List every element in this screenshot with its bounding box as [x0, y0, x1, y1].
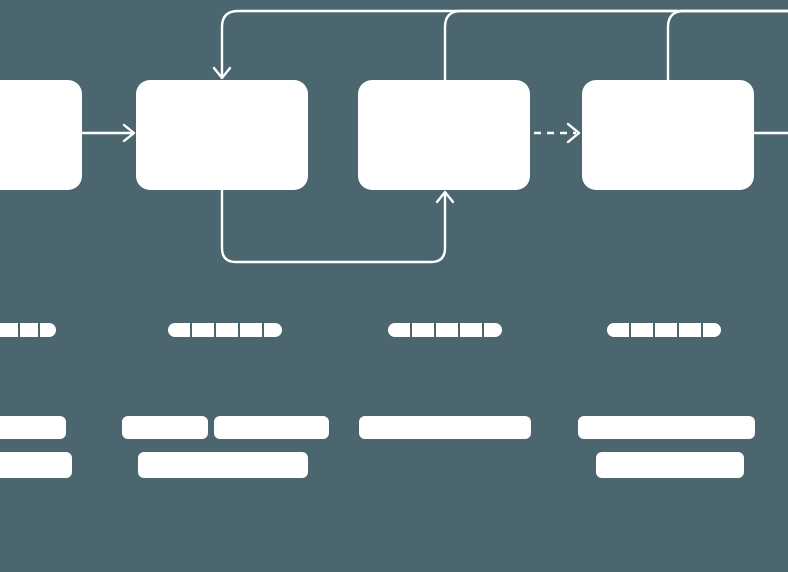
skeleton-dash — [192, 323, 214, 337]
skeleton-bar — [0, 452, 72, 478]
edge-node2-bottom-loop-into-node3[interactable] — [220, 190, 455, 264]
skeleton-dash — [240, 323, 262, 337]
flow-node[interactable] — [0, 80, 82, 190]
arrowhead-down-icon — [212, 66, 232, 80]
skeleton-dash — [703, 323, 721, 337]
skeleton-dash — [216, 323, 238, 337]
edge-node1-node2[interactable] — [82, 123, 136, 143]
edge-node4-top-riser-line — [666, 9, 788, 80]
skeleton-bar — [0, 416, 66, 439]
flow-node[interactable] — [582, 80, 754, 190]
skeleton-dash — [655, 323, 677, 337]
skeleton-dash — [484, 323, 502, 337]
skeleton-dash-group — [388, 323, 502, 337]
skeleton-dash — [264, 323, 282, 337]
flow-node[interactable] — [358, 80, 530, 190]
edge-top-into-node2[interactable] — [212, 9, 788, 80]
skeleton-dash-group — [168, 323, 282, 337]
arrowhead-right-icon — [566, 122, 581, 144]
flow-node[interactable] — [136, 80, 308, 190]
skeleton-dash — [412, 323, 434, 337]
edge-node3-top-riser-line — [443, 9, 788, 80]
skeleton-bar — [138, 452, 308, 478]
skeleton-dash — [679, 323, 701, 337]
skeleton-bar — [578, 416, 755, 439]
skeleton-dash — [460, 323, 482, 337]
skeleton-dash-group — [0, 323, 56, 337]
skeleton-dash — [631, 323, 653, 337]
skeleton-dash — [0, 323, 18, 337]
skeleton-dash — [607, 323, 629, 337]
arrowhead-up-icon — [435, 190, 455, 204]
edge-node2-loop-line — [220, 190, 447, 264]
edge-node3-top-riser[interactable] — [443, 9, 788, 80]
skeleton-dash — [388, 323, 410, 337]
arrowhead-right-icon — [122, 123, 136, 143]
skeleton-bar — [214, 416, 329, 439]
skeleton-bar — [596, 452, 744, 478]
skeleton-dash — [168, 323, 190, 337]
skeleton-dash — [20, 323, 38, 337]
skeleton-dash — [436, 323, 458, 337]
skeleton-dash — [40, 323, 56, 337]
edge-node3-node4[interactable] — [534, 122, 581, 144]
skeleton-bar — [359, 416, 531, 439]
skeleton-dash-group — [607, 323, 721, 337]
skeleton-bar — [122, 416, 208, 439]
edge-top-into-node2-line — [220, 9, 788, 76]
edge-node4-top-riser[interactable] — [666, 9, 788, 80]
